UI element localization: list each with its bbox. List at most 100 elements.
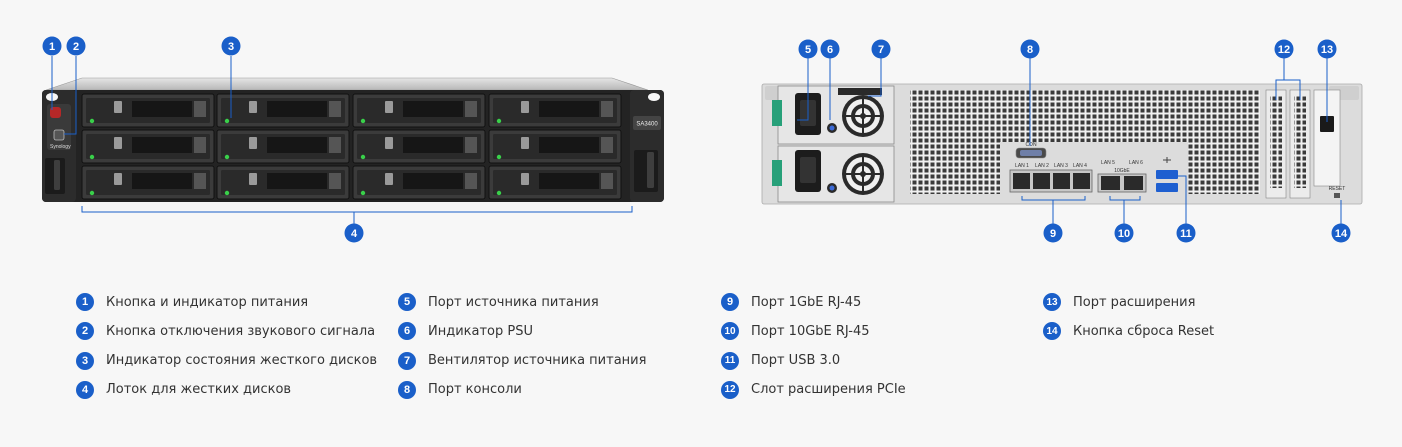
lan-port-1[interactable] bbox=[1013, 173, 1030, 189]
lan-port-6[interactable] bbox=[1124, 176, 1143, 190]
callout-number: 3 bbox=[228, 41, 234, 53]
callout-number: 9 bbox=[1050, 228, 1056, 240]
callout-number: 14 bbox=[1335, 228, 1348, 240]
drive-tray[interactable] bbox=[352, 129, 486, 164]
callout-number: 7 bbox=[878, 44, 884, 56]
legend-item: 11 Порт USB 3.0 bbox=[721, 351, 906, 371]
svg-text:LAN 1: LAN 1 bbox=[1015, 163, 1029, 169]
legend-number: 1 bbox=[76, 293, 94, 311]
callout-number: 8 bbox=[1027, 44, 1033, 56]
power-button[interactable] bbox=[50, 107, 61, 118]
drive-tray[interactable] bbox=[488, 93, 622, 128]
drive-bays bbox=[81, 93, 622, 200]
legend-label: Порт консоли bbox=[428, 382, 522, 398]
brand-logo: Synology bbox=[50, 144, 71, 150]
callout-5: 5 bbox=[798, 39, 818, 59]
legend-item: 13 Порт расширения bbox=[1043, 292, 1214, 312]
svg-text:10GbE: 10GbE bbox=[1114, 168, 1130, 174]
legend-item: 8 Порт консоли bbox=[398, 380, 646, 400]
svg-text:LAN 5: LAN 5 bbox=[1101, 160, 1115, 166]
legend-number: 11 bbox=[721, 351, 739, 370]
lan-port-5[interactable] bbox=[1101, 176, 1120, 190]
callout-7: 7 bbox=[871, 39, 891, 59]
rear-vent-right bbox=[1188, 142, 1260, 194]
drive-tray[interactable] bbox=[81, 93, 215, 128]
model-label: SA3400 bbox=[636, 122, 658, 128]
callout-8: 8 bbox=[1020, 39, 1040, 59]
legend-label: Порт 1GbE RJ-45 bbox=[751, 294, 862, 310]
callout-14: 14 bbox=[1331, 223, 1351, 243]
callout-number: 12 bbox=[1278, 44, 1290, 56]
drive-tray[interactable] bbox=[216, 93, 350, 128]
legend-label: Индикатор состояния жесткого дисков bbox=[106, 353, 378, 369]
drive-tray[interactable] bbox=[488, 165, 622, 200]
legend-label: Вентилятор источника питания bbox=[428, 353, 647, 369]
legend-number: 4 bbox=[76, 380, 94, 399]
legend-number: 7 bbox=[398, 351, 416, 370]
svg-text:LAN 6: LAN 6 bbox=[1129, 160, 1143, 166]
psu-1-led bbox=[829, 125, 835, 131]
legend-number: 10 bbox=[721, 322, 739, 341]
drive-tray[interactable] bbox=[352, 165, 486, 200]
lan-1gbe-group: LAN 1 LAN 2 LAN 3 LAN 4 bbox=[1009, 163, 1093, 193]
legend-number: 13 bbox=[1043, 293, 1061, 311]
rear-vent-lower bbox=[910, 142, 1000, 194]
legend-number: 5 bbox=[398, 293, 416, 311]
usb-ports[interactable] bbox=[1156, 157, 1178, 192]
drive-tray[interactable] bbox=[216, 129, 350, 164]
lan-port-2[interactable] bbox=[1033, 173, 1050, 189]
legend-number: 6 bbox=[398, 322, 416, 341]
legend-label: Лоток для жестких дисков bbox=[106, 382, 292, 398]
legend-item: 4 Лоток для жестких дисков bbox=[76, 380, 377, 400]
legend-number: 8 bbox=[398, 380, 416, 399]
beep-off-button[interactable] bbox=[53, 129, 65, 141]
psu-2 bbox=[772, 145, 895, 203]
callout-2: 2 bbox=[66, 36, 86, 56]
drive-tray[interactable] bbox=[488, 129, 622, 164]
lan-port-4[interactable] bbox=[1073, 173, 1090, 189]
psu-1 bbox=[772, 85, 895, 145]
front-view: Synology SA3400 bbox=[42, 77, 664, 202]
callout-number: 1 bbox=[49, 41, 55, 53]
callout-9: 9 bbox=[1043, 223, 1063, 243]
leader-lines bbox=[51, 56, 1342, 224]
callout-number: 11 bbox=[1180, 228, 1192, 240]
svg-text:LAN 2: LAN 2 bbox=[1035, 163, 1049, 169]
legend-number: 3 bbox=[76, 351, 94, 370]
legend-label: Кнопка и индикатор питания bbox=[106, 294, 309, 310]
legend-label: Порт USB 3.0 bbox=[751, 353, 841, 369]
drive-tray[interactable] bbox=[81, 165, 215, 200]
legend-label: Порт источника питания bbox=[428, 294, 599, 310]
callout-1: 1 bbox=[42, 36, 62, 56]
left-ear: Synology bbox=[42, 90, 76, 202]
callout-number: 6 bbox=[827, 44, 833, 56]
expansion-port[interactable] bbox=[1320, 116, 1334, 132]
console-port[interactable]: CON bbox=[1015, 142, 1047, 159]
reset-label: RESET bbox=[1329, 186, 1346, 192]
drive-tray[interactable] bbox=[352, 93, 486, 128]
legend-item: 7 Вентилятор источника питания bbox=[398, 351, 646, 371]
legend-label: Порт расширения bbox=[1073, 294, 1196, 310]
callout-12: 12 bbox=[1274, 39, 1294, 59]
legend-column-2: 5 Порт источника питания 6 Индикатор PSU 7 Ве… bbox=[398, 292, 646, 409]
callout-13: 13 bbox=[1317, 39, 1337, 59]
reset-button[interactable] bbox=[1334, 193, 1340, 198]
legend-label: Индикатор PSU bbox=[428, 323, 533, 339]
svg-text:CON: CON bbox=[1025, 142, 1037, 148]
legend-item: 5 Порт источника питания bbox=[398, 292, 646, 312]
device-diagram: Synology SA3400 bbox=[42, 36, 1363, 243]
callout-10: 10 bbox=[1114, 223, 1134, 243]
legend-label: Кнопка отключения звукового сигнала bbox=[106, 323, 376, 339]
drive-tray[interactable] bbox=[216, 165, 350, 200]
callout-11: 11 bbox=[1176, 223, 1196, 243]
lan-port-3[interactable] bbox=[1053, 173, 1070, 189]
callout-4: 4 bbox=[344, 223, 364, 243]
drive-tray[interactable] bbox=[81, 129, 215, 164]
